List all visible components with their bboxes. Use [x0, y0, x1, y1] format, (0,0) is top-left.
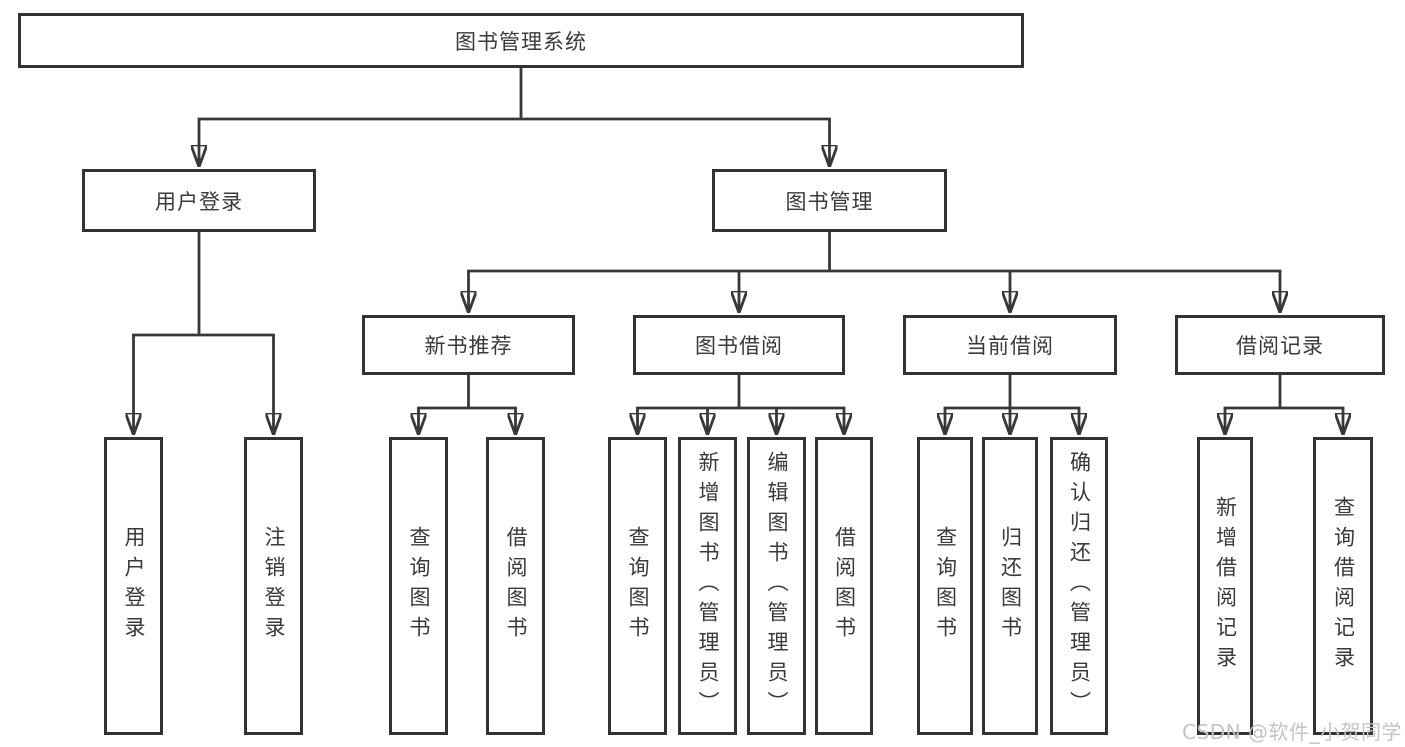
leaf-edit-books-admin: 编辑图书（管理员）: [747, 437, 806, 735]
leaf-logout: 注销登录: [244, 437, 303, 735]
node-book-borrow-label: 图书借阅: [695, 334, 783, 358]
node-root-label: 图书管理系统: [455, 29, 587, 54]
leaf-query-books-borrow: 查询图书: [608, 437, 667, 735]
node-book-mgmt-label: 图书管理: [785, 189, 874, 214]
leaf-query-books-current-label: 查询图书: [933, 526, 958, 646]
connector-borrow-records-to-children: [1224, 375, 1345, 434]
leaf-edit-books-admin-label: 编辑图书（管理员）: [765, 451, 789, 721]
leaf-user-login-label: 用户登录: [122, 526, 146, 646]
leaf-borrow-books-rec: 借阅图书: [486, 437, 545, 735]
connector-book-mgmt-to-children: [467, 232, 1281, 312]
leaf-borrow-books-rec-label: 借阅图书: [504, 526, 528, 646]
node-root: 图书管理系统: [18, 13, 1024, 68]
leaf-return-books: 归还图书: [982, 437, 1038, 735]
node-new-book-rec: 新书推荐: [362, 315, 575, 375]
node-current-borrow: 当前借阅: [903, 315, 1117, 375]
node-book-mgmt: 图书管理: [712, 169, 947, 232]
leaf-query-books-rec: 查询图书: [389, 437, 448, 735]
leaf-return-books-label: 归还图书: [998, 526, 1023, 646]
leaf-add-borrow-record-label: 新增借阅记录: [1213, 496, 1238, 676]
node-user-login-label: 用户登录: [155, 189, 243, 214]
leaf-add-borrow-record: 新增借阅记录: [1197, 437, 1253, 735]
csdn-watermark: CSDN @软件_小贺同学: [1182, 720, 1402, 744]
connector-book-borrow-to-children: [636, 375, 845, 434]
node-borrow-records: 借阅记录: [1175, 315, 1385, 375]
leaf-query-borrow-record-label: 查询借阅记录: [1331, 496, 1356, 676]
node-borrow-records-label: 借阅记录: [1236, 334, 1324, 358]
leaf-confirm-return-admin-label: 确认归还（管理员）: [1067, 451, 1092, 721]
leaf-add-books-admin-label: 新增图书（管理员）: [696, 451, 720, 721]
leaf-add-books-admin: 新增图书（管理员）: [678, 437, 737, 735]
leaf-logout-label: 注销登录: [262, 526, 286, 646]
leaf-borrow-books-label: 借阅图书: [832, 526, 857, 646]
connector-root-to-level2: [198, 68, 831, 166]
leaf-query-books-rec-label: 查询图书: [407, 526, 431, 646]
connector-user-login-to-children: [132, 232, 275, 434]
leaf-user-login: 用户登录: [104, 437, 163, 735]
connector-new-book-rec-to-children: [417, 375, 517, 434]
leaf-query-borrow-record: 查询借阅记录: [1313, 437, 1373, 735]
node-user-login: 用户登录: [82, 169, 316, 232]
connector-current-borrow-to-children: [944, 375, 1081, 434]
node-book-borrow: 图书借阅: [633, 315, 845, 375]
node-current-borrow-label: 当前借阅: [966, 334, 1054, 358]
leaf-query-books-borrow-label: 查询图书: [626, 526, 650, 646]
node-new-book-rec-label: 新书推荐: [424, 334, 513, 358]
leaf-borrow-books: 借阅图书: [815, 437, 873, 735]
leaf-confirm-return-admin: 确认归还（管理员）: [1050, 437, 1108, 735]
leaf-query-books-current: 查询图书: [917, 437, 973, 735]
